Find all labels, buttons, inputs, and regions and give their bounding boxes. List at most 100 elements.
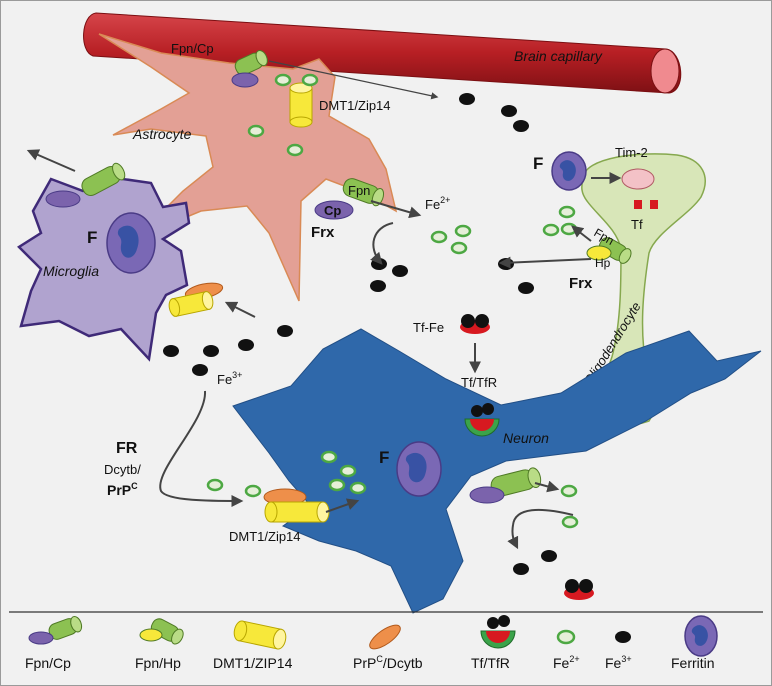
legend-prpc-a: PrP: [353, 655, 376, 671]
fpn-hp-oligodendrocyte: [586, 237, 632, 264]
ferritin-label-microglia: F: [87, 228, 97, 247]
legend-fpn-cp-icon: [28, 616, 83, 645]
fpn-astro-label: Fpn: [348, 183, 370, 198]
dmt1-zip14-top-label: DMT1/Zip14: [319, 98, 391, 113]
fe2-astro-base: Fe: [425, 197, 440, 212]
legend-tf-tfr-label: Tf/TfR: [471, 655, 510, 671]
fpn-cp-top-label: Fpn/Cp: [171, 41, 214, 56]
fe2-ion: [286, 143, 304, 157]
legend-fe2-icon: [556, 629, 576, 645]
astrocyte-label: Astrocyte: [132, 126, 192, 142]
prpc-label: PrPC: [107, 481, 138, 498]
cp-astro-label: Cp: [324, 203, 341, 218]
fe3-ion: [541, 550, 557, 562]
dcytb-label: Dcytb/: [104, 462, 141, 477]
legend-fpn-cp-label: Fpn/Cp: [25, 655, 71, 671]
tim2-receptor: [621, 168, 655, 190]
ferritin-label-neuron: F: [379, 448, 389, 467]
neuron-label: Neuron: [503, 430, 549, 446]
fe2-ion: [561, 515, 579, 529]
arrows: [26, 60, 622, 550]
tf-fe-label: Tf-Fe: [413, 320, 444, 335]
fe2-ion: [560, 222, 578, 236]
legend-fe2-label: Fe2+: [553, 654, 580, 671]
fe2-ion: [206, 478, 224, 492]
arrow: [534, 480, 560, 493]
prpc-sup: C: [131, 481, 138, 491]
fe3-base: Fe: [217, 372, 232, 387]
fe3-label: Fe3+: [217, 370, 242, 387]
legend-prpc-dcytb-icon: [369, 624, 401, 650]
tf-tfr-neuron: [464, 403, 500, 437]
fe3-ion: [192, 364, 208, 376]
fe3-ion: [518, 282, 534, 294]
arrow: [159, 390, 244, 507]
fe3-ion: [501, 105, 517, 117]
hp-oligo-label: Hp: [595, 256, 611, 270]
fe2-ion: [349, 481, 367, 495]
legend: Fpn/Cp Fpn/Hp DMT1/ZIP14 PrPC/Dcytb: [25, 615, 718, 671]
fe3-ion: [277, 325, 293, 337]
fe2-ion: [274, 73, 292, 87]
brain-capillary-label: Brain capillary: [514, 48, 603, 64]
fe2-ion: [328, 478, 346, 492]
fe2-ion: [542, 223, 560, 237]
legend-fe2-base: Fe: [553, 655, 570, 671]
arrow: [370, 200, 422, 219]
ferritin-neuron: [396, 441, 442, 497]
legend-fe3-label: Fe3+: [605, 654, 632, 671]
fe2-ion: [339, 464, 357, 478]
fe2-ion: [558, 205, 576, 219]
fe2-ions: [206, 73, 579, 529]
legend-fpn-hp-label: Fpn/Hp: [135, 655, 181, 671]
prpc-base: PrP: [107, 482, 131, 498]
fe3-sup: 3+: [232, 370, 242, 380]
frx-oligo-label: Frx: [569, 275, 593, 292]
fe2-ion: [454, 224, 472, 238]
ferritin-microglia: [106, 212, 156, 274]
tf-oligodendrocyte: [634, 200, 658, 209]
arrow: [268, 60, 439, 100]
legend-dmt1-zip14-icon: [233, 620, 287, 650]
fpn-cp-neuron: [469, 467, 542, 504]
arrow: [507, 508, 574, 550]
arrow: [325, 498, 360, 513]
fe2-ion: [301, 73, 319, 87]
legend-dmt1-zip14-label: DMT1/ZIP14: [213, 655, 293, 671]
tf-tfr-label: Tf/TfR: [461, 375, 497, 390]
fe3-ion: [238, 339, 254, 351]
legend-tf-tfr-icon: [480, 615, 516, 649]
arrow: [571, 225, 592, 242]
fe2-ion: [450, 241, 468, 255]
legend-fpn-hp-icon: [139, 618, 184, 645]
legend-fe3-icon: [615, 631, 631, 643]
tf-oligo-label: Tf: [631, 217, 643, 232]
legend-ferritin-label: Ferritin: [671, 655, 715, 671]
tf-fe-complex: [460, 314, 490, 334]
frx-astro-label: Frx: [311, 224, 335, 241]
ferritin-label-oligodendrocyte: F: [533, 154, 543, 173]
legend-prpc-dcytb-label: PrPC/Dcytb: [353, 654, 423, 671]
fe3-ion: [459, 93, 475, 105]
fe2-ion: [430, 230, 448, 244]
dmt1-prpc-neuron: [263, 488, 330, 523]
legend-ferritin-icon: [684, 615, 718, 657]
neuron-cell: [232, 328, 762, 614]
brain-capillary: [83, 12, 682, 94]
fr-label: FR: [116, 440, 138, 457]
tim2-label: Tim-2: [615, 145, 648, 160]
legend-fe3-sup: 3+: [621, 654, 631, 664]
arrow: [498, 256, 592, 269]
arrow: [224, 301, 256, 318]
fe3-ions: [163, 93, 557, 575]
fe3-ion: [498, 258, 514, 270]
astrocyte-cell: [98, 33, 398, 302]
ferritin-oligodendrocyte: [551, 151, 587, 191]
fe2-ion: [244, 484, 262, 498]
fe3-ion: [163, 345, 179, 357]
fpn-cp-astrocyte-top: [231, 50, 268, 88]
fe2-astro-sup: 2+: [440, 195, 450, 205]
legend-prpc-sup: C: [376, 654, 383, 664]
